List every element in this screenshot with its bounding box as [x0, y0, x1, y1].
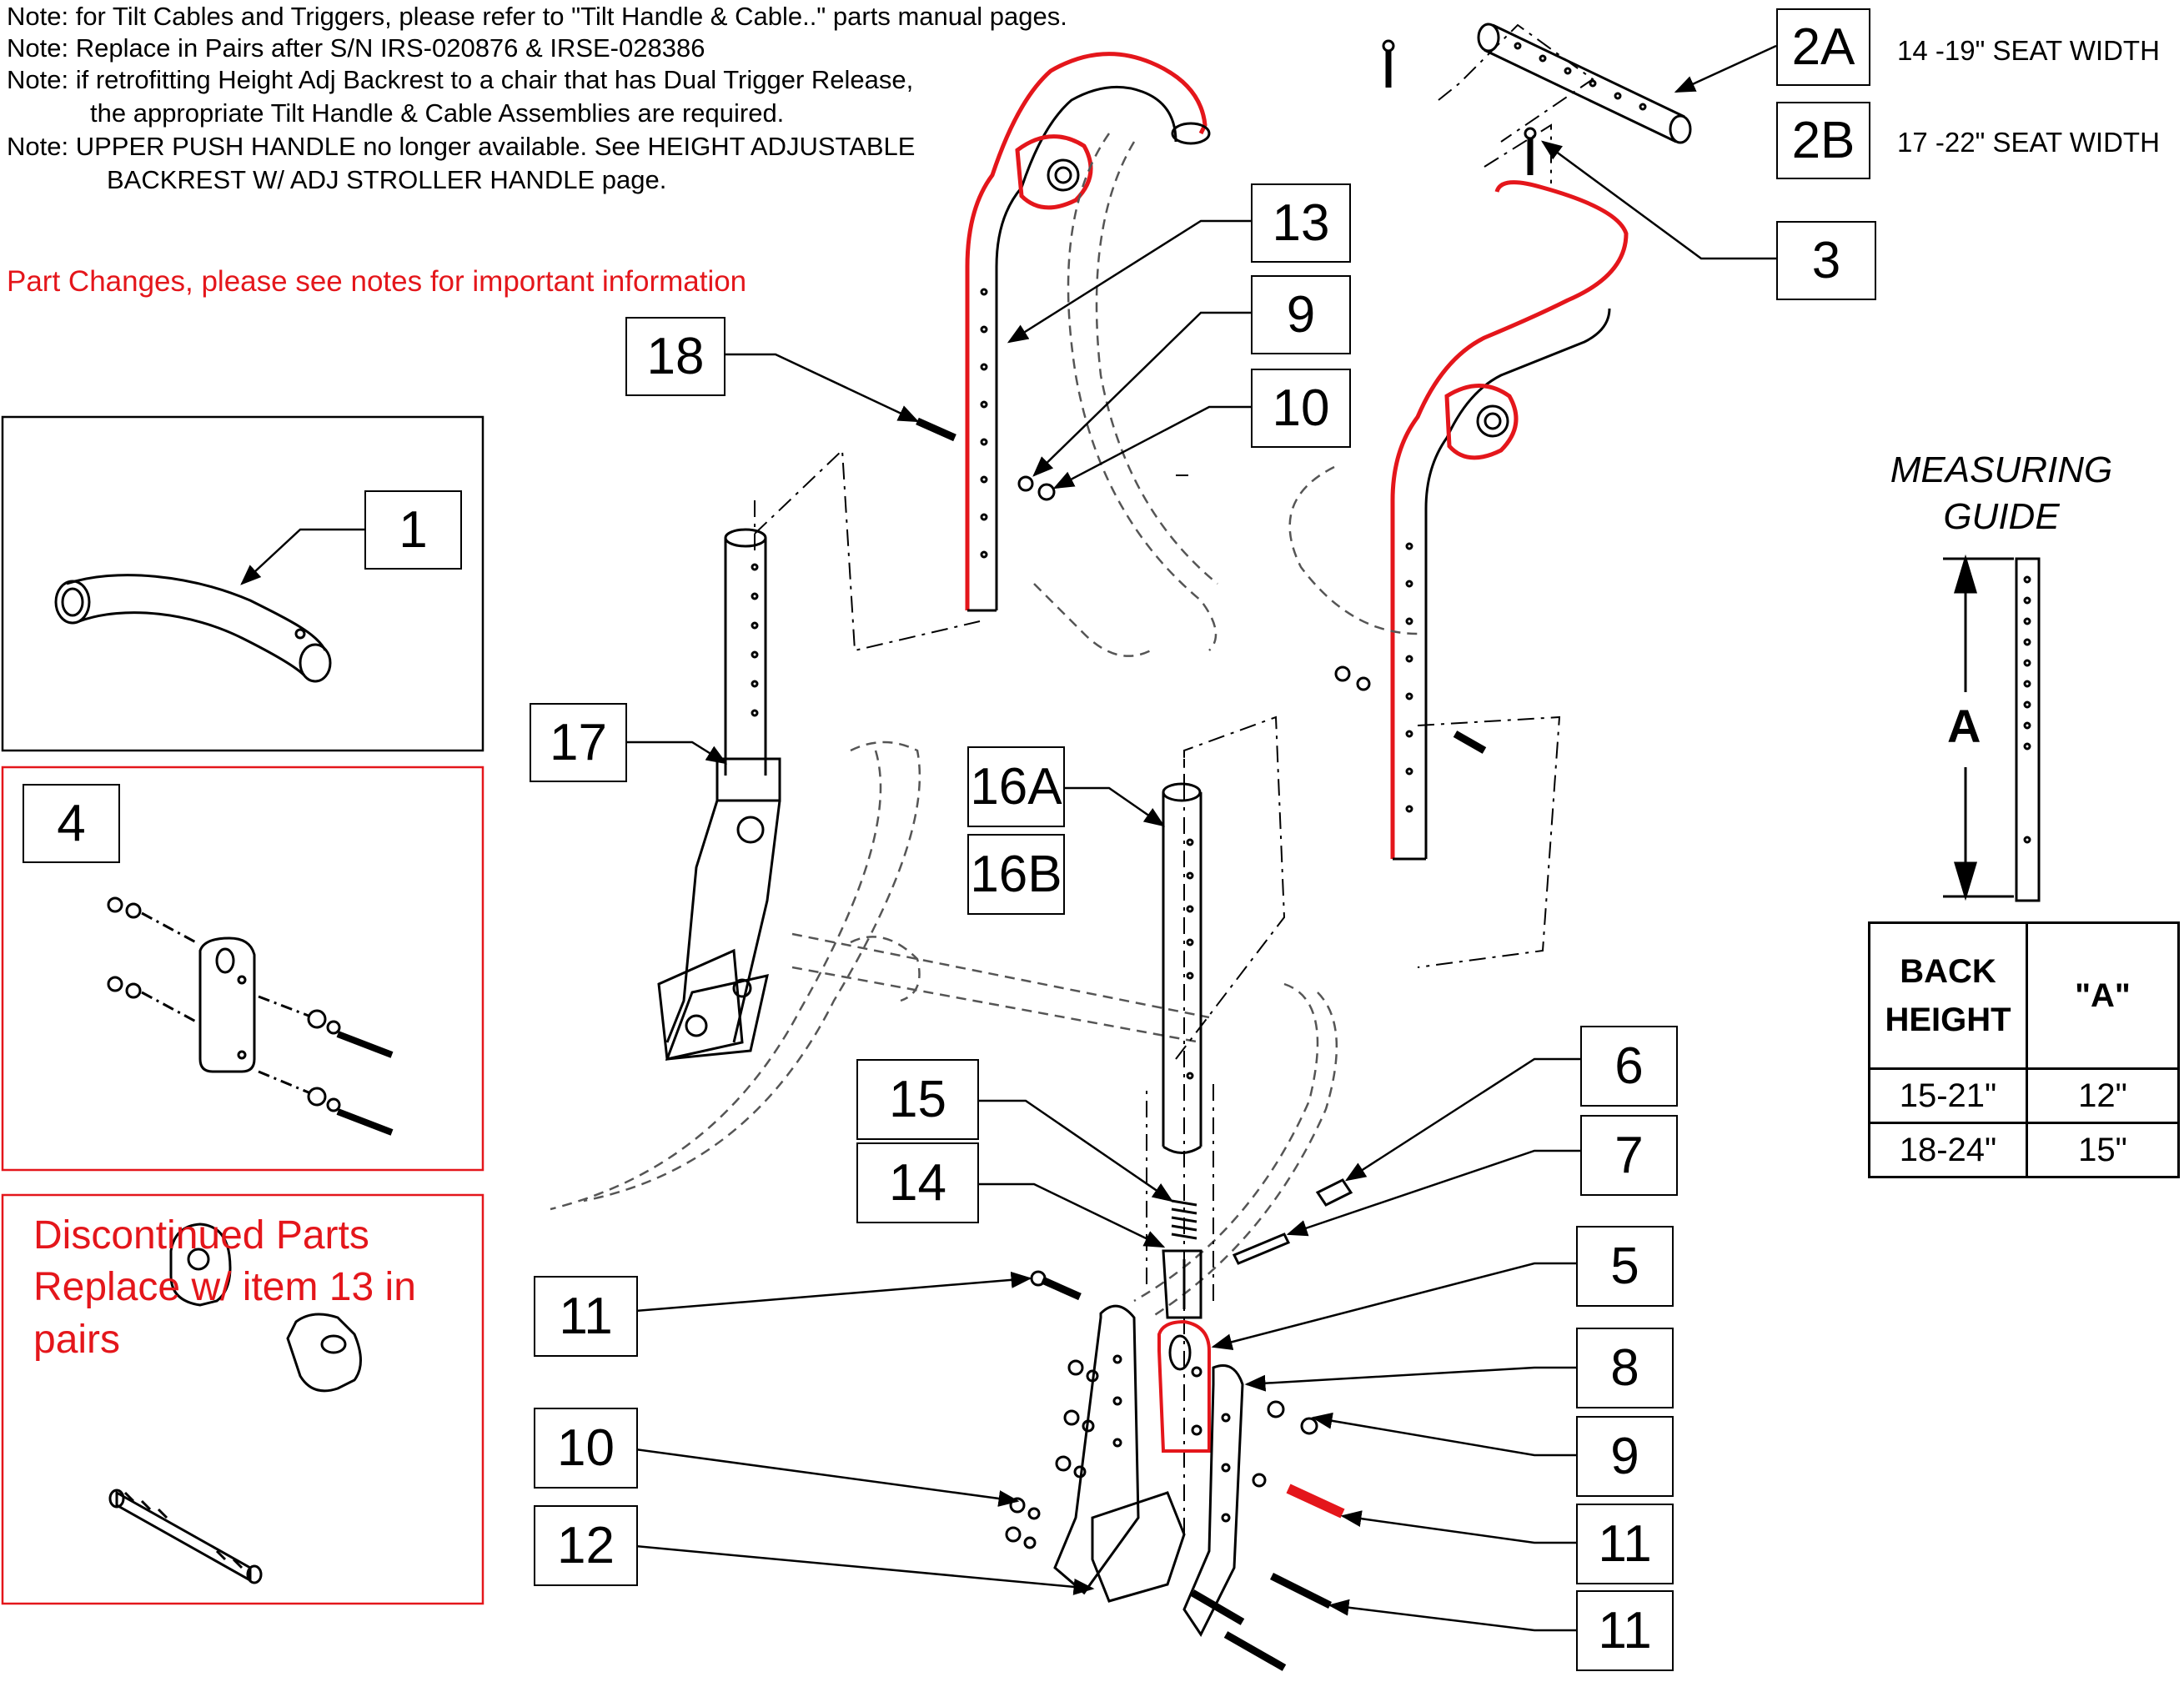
note-upper-push-handle: Note: UPPER PUSH HANDLE no longer availa…: [7, 132, 916, 161]
a-value-cell: 12": [2026, 1067, 2180, 1124]
note-tilt-cables: Note: for Tilt Cables and Triggers, plea…: [7, 2, 1067, 31]
callout-7: 7: [1580, 1115, 1678, 1196]
callout-9-bottom: 9: [1576, 1416, 1674, 1497]
seat-width-2a: 14 -19" SEAT WIDTH: [1897, 35, 2160, 66]
callout-4: 4: [23, 784, 120, 863]
measuring-guide-title-2: GUIDE: [1943, 496, 2060, 537]
right-push-handle: [1390, 180, 1629, 861]
callout-11-right-a: 11: [1576, 1504, 1674, 1584]
measuring-guide-drawing: [1943, 554, 2041, 902]
discontinued-title: Discontinued Parts: [33, 1213, 369, 1258]
callout-12: 12: [534, 1505, 638, 1586]
header-a: "A": [2026, 921, 2180, 1070]
item-5-bracket-drawing: [1157, 1319, 1211, 1453]
callout-8: 8: [1576, 1328, 1674, 1408]
callout-9-top: 9: [1251, 275, 1351, 354]
note-replace-pairs: Note: Replace in Pairs after S/N IRS-020…: [7, 33, 705, 63]
note-retrofitting-cont: the appropriate Tilt Handle & Cable Asse…: [90, 98, 785, 128]
callout-11-left: 11: [534, 1276, 638, 1357]
back-height-cell: 18-24": [1868, 1122, 2028, 1178]
callout-10-top: 10: [1251, 369, 1351, 448]
item-17-receiver-drawing: [657, 528, 781, 1061]
leader-lines: [240, 44, 1777, 1632]
callout-3: 3: [1776, 221, 1876, 300]
table-row: 18-24" 15": [1868, 1122, 2180, 1178]
discontinued-parts-drawing: [108, 1223, 362, 1584]
left-push-handle: [965, 52, 1211, 612]
item-1-tube-drawing: [54, 574, 332, 683]
callout-10-bottom: 10: [534, 1408, 638, 1489]
discontinued-replace: Replace w/ item 13 in: [33, 1265, 416, 1309]
a-value-cell: 15": [2026, 1122, 2180, 1178]
item-14-plunger-drawing: [1162, 1249, 1202, 1319]
part-changes-notice: Part Changes, please see notes for impor…: [7, 265, 747, 298]
item-15-spring-drawing: [1171, 1199, 1197, 1240]
assembly-centerlines: [754, 23, 1594, 1534]
item-12-side-plates-drawing: [1053, 1304, 1244, 1637]
callout-16b: 16B: [967, 834, 1065, 915]
note-upper-push-handle-cont: BACKREST W/ ADJ STROLLER HANDLE page.: [107, 165, 667, 194]
item-2-crossbar-drawing: [1477, 23, 1692, 144]
item-4-bracket-drawing: [107, 896, 394, 1136]
measuring-guide-title-1: MEASURING: [1890, 449, 2113, 490]
item-1-box: [1, 415, 484, 752]
note-retrofitting: Note: if retrofitting Height Adj Backres…: [7, 65, 914, 94]
back-height-table: BACK HEIGHT "A" 15-21" 12" 18-24" 15": [1868, 921, 2180, 1178]
table-row: 15-21" 12": [1868, 1067, 2180, 1124]
measuring-guide-dimension-a: A: [1947, 699, 1981, 753]
callout-13: 13: [1251, 183, 1351, 263]
discontinued-pairs: pairs: [33, 1318, 121, 1362]
callout-6: 6: [1580, 1026, 1678, 1107]
callout-16a: 16A: [967, 746, 1065, 827]
callout-5: 5: [1576, 1226, 1674, 1307]
header-back-height: BACK HEIGHT: [1868, 921, 2028, 1070]
callout-17: 17: [530, 703, 627, 782]
callout-18: 18: [625, 317, 725, 396]
discontinued-box: [1, 1193, 484, 1605]
back-height-cell: 15-21": [1868, 1067, 2028, 1124]
callout-11-right-b: 11: [1576, 1590, 1674, 1671]
chair-frame-phantom: [550, 133, 1418, 1319]
callout-2b: 2B: [1776, 102, 1870, 179]
callout-1: 1: [364, 490, 462, 570]
item-4-box: [1, 766, 484, 1172]
hardware-fasteners: [916, 39, 1537, 1671]
callout-15: 15: [856, 1059, 979, 1140]
callout-2a: 2A: [1776, 8, 1870, 86]
callout-14: 14: [856, 1142, 979, 1223]
item-16-tube-drawing: [1162, 782, 1202, 1154]
seat-width-2b: 17 -22" SEAT WIDTH: [1897, 127, 2160, 158]
item-6-7-drawing: [1232, 1178, 1353, 1265]
